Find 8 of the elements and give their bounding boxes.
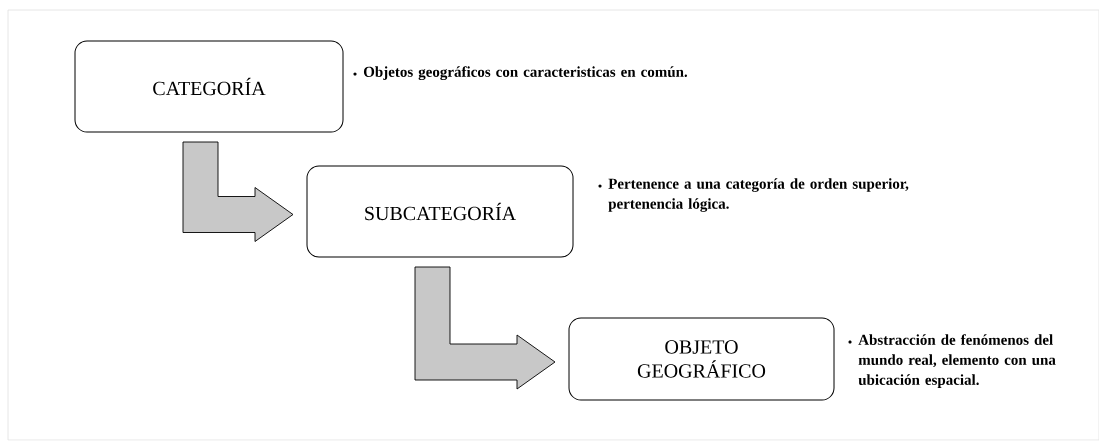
note-text: Pertenence a una categoría de orden superior, pertenencia lógica. bbox=[608, 178, 909, 212]
process-box: OBJETO GEOGRÁFICO bbox=[568, 317, 835, 401]
bent-arrow bbox=[414, 266, 556, 390]
process-box: CATEGORÍA bbox=[74, 40, 344, 133]
note-text: Abstracción de fenómenos del mundo real, elemento con una ubicación espacial. bbox=[858, 334, 1056, 388]
note-text: Objetos geográficos con caracteristicas en común. bbox=[363, 66, 688, 81]
bent-arrow bbox=[182, 141, 294, 242]
process-box: SUBCATEGORÍA bbox=[306, 165, 574, 258]
